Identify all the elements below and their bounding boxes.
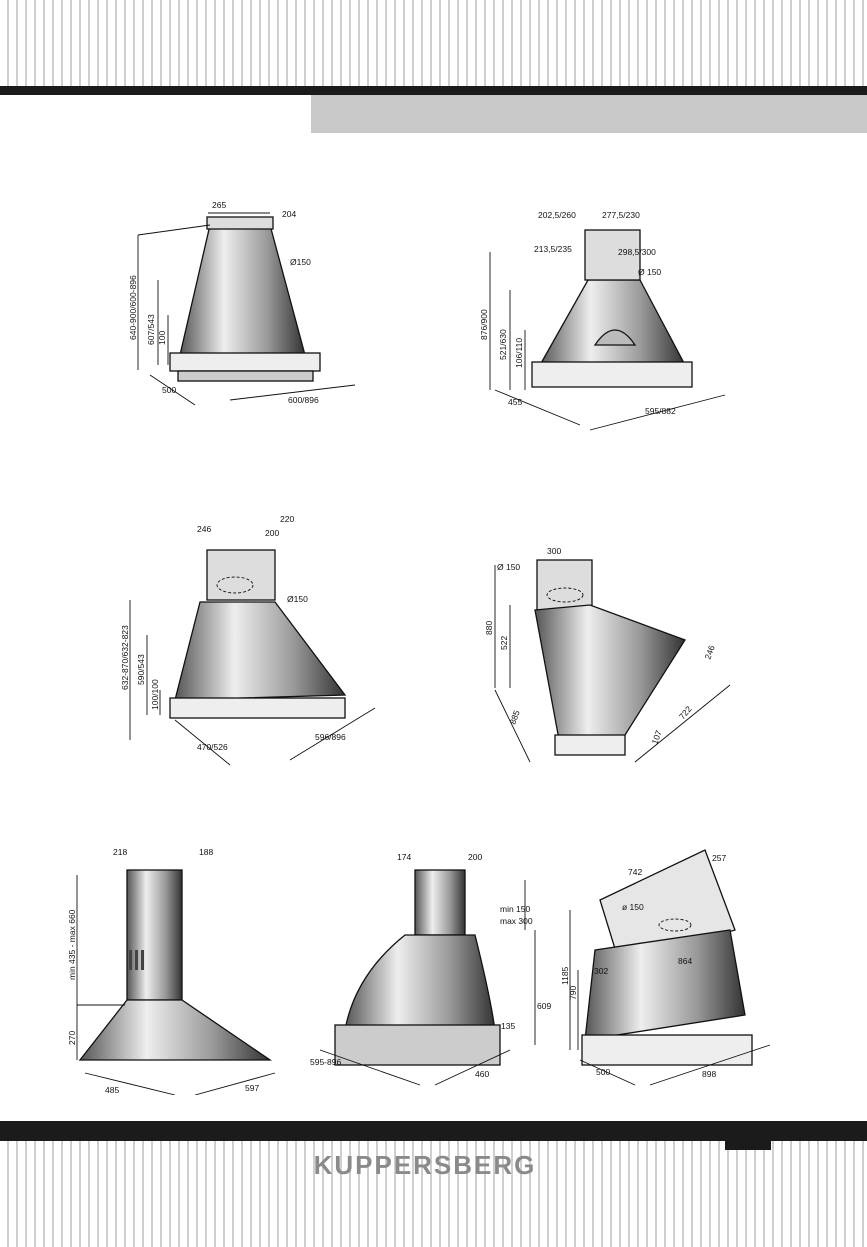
d3-depth: 470/526: [197, 742, 228, 752]
d7-depth: 500: [596, 1067, 610, 1077]
d3-height: 632-870/632-823: [120, 625, 130, 690]
d3-c: 200: [265, 528, 279, 538]
bottom-stripe-pattern: [0, 1141, 867, 1247]
d1-duct: Ø150: [290, 257, 311, 267]
top-stripe-pattern: [0, 0, 867, 86]
d2-duct: Ø 150: [638, 267, 661, 277]
d2-t4: 298,5/300: [618, 247, 656, 257]
d3-h2: 590/543: [136, 654, 146, 685]
d1-h3: 100: [157, 331, 167, 345]
d7-h2: 790: [568, 986, 578, 1000]
d5-h2: 270: [67, 1031, 77, 1045]
d2-h3: 106/110: [514, 338, 524, 368]
d7-d: 302: [594, 966, 608, 976]
d4-width: 722: [677, 704, 694, 722]
d4-h2: 522: [499, 636, 509, 650]
d6-a: 174: [397, 852, 411, 862]
header-bar: [0, 86, 867, 95]
d5-a: 218: [113, 847, 127, 857]
hood-drawing-2: 202,5/260 277,5/230 213,5/235 298,5/300 …: [479, 210, 726, 431]
d4-side: 246: [702, 644, 716, 661]
d1-h2: 607/543: [146, 314, 156, 345]
d6-height: 609: [537, 1001, 551, 1011]
d7-a: 742: [628, 867, 642, 877]
hood-drawing-7: 742 257 ø 150 864 302 1185 790 500 898: [560, 849, 771, 1086]
d5-width: 597: [245, 1083, 259, 1093]
d3-h3: 100/100: [150, 679, 160, 710]
d1-depth: 500: [162, 385, 176, 395]
d2-height: 876/900: [479, 309, 489, 340]
hood-drawing-5: 218 188 min 435 - max 660 270 485 597: [67, 847, 276, 1095]
title-band: [311, 95, 867, 133]
d4-height: 880: [484, 621, 494, 635]
d2-h2: 521/630: [498, 329, 508, 360]
footer-bar: [0, 1121, 867, 1141]
d1-width: 600/896: [288, 395, 319, 405]
d5-height: min 435 - max 660: [67, 909, 77, 980]
d4-duct: Ø 150: [497, 562, 520, 572]
d3-a: 246: [197, 524, 211, 534]
hood-drawing-3: 246 220 200 Ø150 632-870/632-823 590/543…: [120, 514, 376, 766]
d4-h3: 107: [649, 729, 663, 746]
d6-b: 200: [468, 852, 482, 862]
d7-height: 1185: [560, 966, 570, 985]
hood-drawing-4: 300 Ø 150 880 522 246 885 722 107: [484, 546, 731, 763]
brand-logo: KUPPERSBERG: [313, 1150, 537, 1180]
hood-drawing-6: 174 200 min 150 max 300 609 135 595-896 …: [310, 852, 551, 1086]
d7-duct: ø 150: [622, 902, 644, 912]
d6-depth: 460: [475, 1069, 489, 1079]
d3-b: 220: [280, 514, 294, 524]
page-number-tab: [725, 1141, 771, 1150]
d1-height: 640-900/600-896: [128, 275, 138, 340]
d5-b: 188: [199, 847, 213, 857]
d2-t3: 213,5/235: [534, 244, 572, 254]
d1-top-depth: 204: [282, 209, 296, 219]
d6-width: 595-896: [310, 1057, 341, 1067]
d6-min: min 150: [500, 904, 531, 914]
d2-depth: 455: [508, 397, 522, 407]
hood-drawing-1: 265 204 Ø150 640-900/600-896 607/543 100…: [128, 200, 356, 406]
d2-t1: 202,5/260: [538, 210, 576, 220]
d2-width: 595/882: [645, 406, 676, 416]
d5-depth: 485: [105, 1085, 119, 1095]
d1-top-width: 265: [212, 200, 226, 210]
d7-c: 864: [678, 956, 692, 966]
d4-top: 300: [547, 546, 561, 556]
d3-duct: Ø150: [287, 594, 308, 604]
d7-b: 257: [712, 853, 726, 863]
d3-width: 596/896: [315, 732, 346, 742]
d6-h2: 135: [501, 1021, 515, 1031]
d7-width: 898: [702, 1069, 716, 1079]
d2-t2: 277,5/230: [602, 210, 640, 220]
d4-depth: 885: [507, 709, 521, 726]
d6-max: max 300: [500, 916, 533, 926]
